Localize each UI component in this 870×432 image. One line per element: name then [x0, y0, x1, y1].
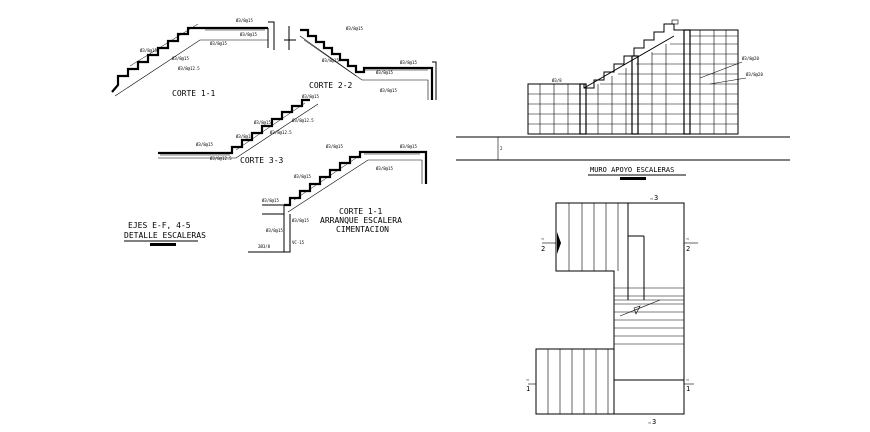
plan-marker-left-1: 1: [526, 385, 530, 393]
plan-marker-right-1: 1: [686, 385, 690, 393]
section-corte-2-2: Ø3/8@15 Ø3/8@15 Ø3/8@15 Ø3/8@15 Ø3/8@15 …: [284, 26, 437, 100]
section-arranque-escalera: Ø3/8@15 Ø3/8@15 Ø3/8@15 Ø3/8@15 Ø3/8@15 …: [248, 144, 428, 253]
svg-text:Ø3/8@15: Ø3/8@15: [322, 58, 339, 63]
svg-text:Ø3/8@15: Ø3/8@15: [236, 18, 253, 23]
svg-text:◁: ◁: [541, 236, 544, 241]
detail-title-block: EJES E-F, 4-5 DETALLE ESCALERAS: [124, 221, 206, 246]
label-muro-apoyo: MURO APOYO ESCALERAS: [590, 166, 674, 174]
svg-text:◁: ◁: [648, 420, 651, 425]
brick-pattern: [528, 30, 738, 134]
svg-text:Ø3/8@20: Ø3/8@20: [742, 56, 759, 61]
svg-text:Ø3/8@15: Ø3/8@15: [236, 134, 253, 139]
svg-text:Ø3/8@15: Ø3/8@15: [380, 88, 397, 93]
plan-marker-top: 3: [654, 194, 658, 202]
svg-text:Ø3/8@15: Ø3/8@15: [376, 166, 393, 171]
svg-text:◁: ◁: [650, 196, 653, 201]
svg-text:Ø3/8@15: Ø3/8@15: [210, 41, 227, 46]
svg-text:◁: ◁: [686, 377, 689, 382]
svg-text:Ø3/8: Ø3/8: [552, 78, 562, 83]
svg-text:Ø3/8@15: Ø3/8@15: [400, 60, 417, 65]
label-arranque-escalera: ARRANQUE ESCALERA: [320, 216, 402, 225]
svg-text:Ø3/8@15: Ø3/8@15: [400, 144, 417, 149]
elevation-muro-apoyo: 2: [456, 19, 790, 180]
label-corte-2-2: CORTE 2-2: [309, 81, 353, 90]
svg-text:◁: ◁: [686, 236, 689, 241]
svg-text:Ø3/8@12.5: Ø3/8@12.5: [292, 118, 314, 123]
svg-text:◁: ◁: [526, 377, 529, 382]
svg-text:Ø3/8@15: Ø3/8@15: [140, 48, 157, 53]
section-corte-1-1: Ø3/8@15 Ø3/8@15 Ø3/8@15 Ø3/8@15 Ø3/8@12.…: [111, 18, 275, 98]
section-corte-3-3: Ø3/8@15 Ø3/8@12.5 Ø3/8@15 Ø3/8@12.5 Ø3/8…: [158, 94, 319, 165]
label-cimentacion: CIMENTACION: [336, 225, 389, 234]
svg-text:Ø3/8@20: Ø3/8@20: [746, 72, 763, 77]
label-dim-wall: 2: [500, 146, 503, 151]
label-corte-1-1-arranque: CORTE 1-1: [339, 207, 383, 216]
svg-text:Ø3/8@12.5: Ø3/8@12.5: [210, 156, 232, 161]
label-corte-1-1: CORTE 1-1: [172, 89, 216, 98]
svg-text:2Ø3/8: 2Ø3/8: [258, 244, 271, 249]
svg-text:VC-15: VC-15: [292, 240, 305, 245]
svg-text:Ø3/8@15: Ø3/8@15: [294, 174, 311, 179]
svg-text:Ø3/8@15: Ø3/8@15: [292, 218, 309, 223]
plan-marker-bottom: 3: [652, 418, 656, 426]
plan-marker-right-2: 2: [686, 245, 690, 253]
svg-text:Ø3/8@12.5: Ø3/8@12.5: [270, 130, 292, 135]
svg-text:Ø3/8@12.5: Ø3/8@12.5: [178, 66, 200, 71]
svg-text:Ø3/8@15: Ø3/8@15: [346, 26, 363, 31]
svg-text:Ø3/8@15: Ø3/8@15: [254, 120, 271, 125]
plan-marker-left-2: 2: [541, 245, 545, 253]
svg-text:Ø3/8@15: Ø3/8@15: [196, 142, 213, 147]
svg-text:Ø3/8@15: Ø3/8@15: [240, 32, 257, 37]
stair-plan: ◁ 3 ◁ 3 ◁ 2 ◁ 2 ◁ 1 ◁ 1: [526, 194, 698, 426]
svg-text:Ø3/8@15: Ø3/8@15: [172, 56, 189, 61]
svg-text:Ø3/8@15: Ø3/8@15: [266, 228, 283, 233]
svg-text:Ø3/8@15: Ø3/8@15: [262, 198, 279, 203]
svg-text:Ø3/8@15: Ø3/8@15: [376, 70, 393, 75]
label-ejes: EJES E-F, 4-5: [128, 221, 191, 230]
label-detalle-escaleras: DETALLE ESCALERAS: [124, 231, 206, 240]
svg-text:Ø3/8@15: Ø3/8@15: [302, 94, 319, 99]
label-corte-3-3: CORTE 3-3: [240, 156, 284, 165]
svg-text:Ø3/8@15: Ø3/8@15: [326, 144, 343, 149]
